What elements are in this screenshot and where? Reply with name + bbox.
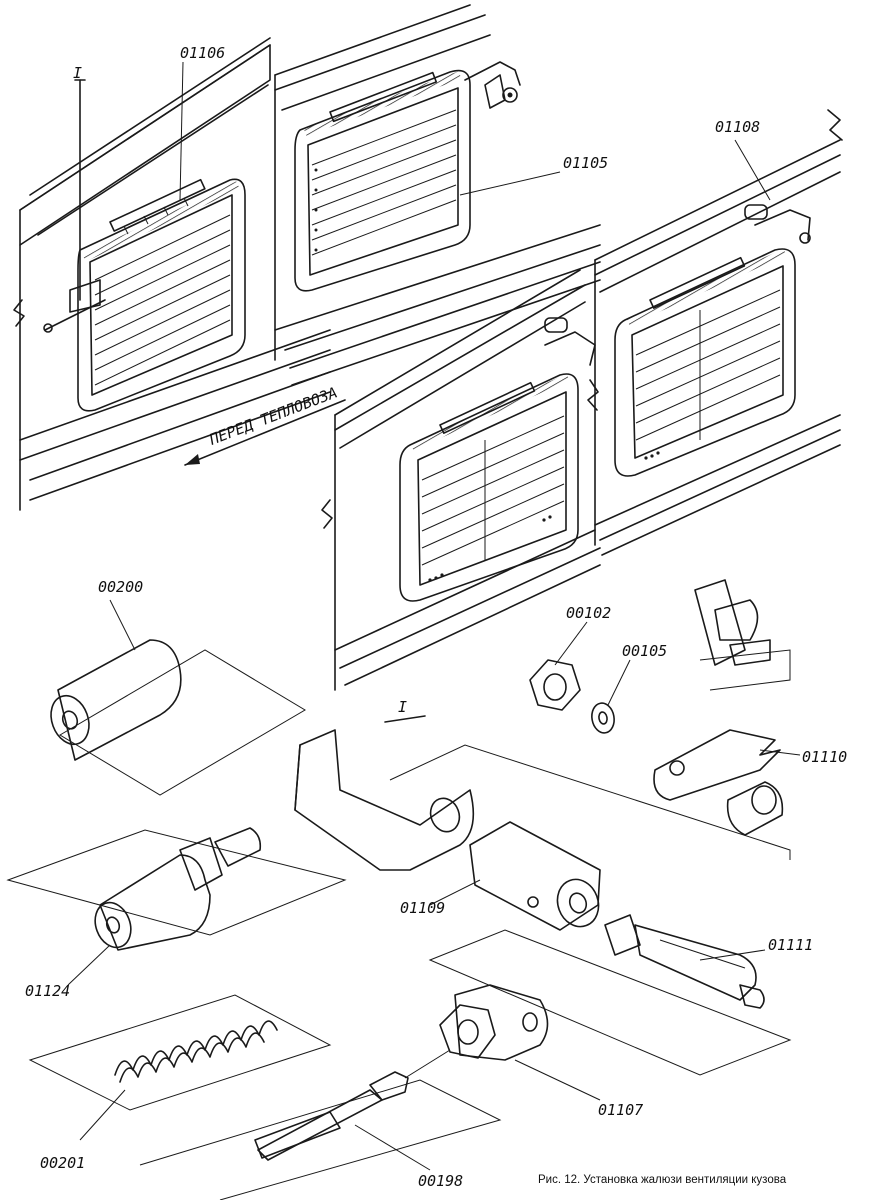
part-00102-nut [529,621,588,711]
label-01108: 01108 [715,118,760,136]
label-01106: 01106 [180,44,225,62]
louver-4 [399,317,596,602]
label-01111: 01111 [768,936,813,954]
body-panel-4 [321,269,601,691]
label-00102: 00102 [566,604,611,622]
label-00200: 00200 [98,578,143,596]
part-01111-pin [604,914,766,1009]
label-01124: 01124 [25,982,70,1000]
part-00200-sleeve [50,599,182,761]
part-00105-washer [591,659,631,734]
direction-arrow [184,399,346,466]
label-detail-mark: I [398,698,407,716]
label-00201: 00201 [40,1154,85,1172]
louver-1 [43,79,246,412]
figure-caption: Рис. 12. Установка жалюзи вентиляции куз… [538,1174,787,1186]
louver-2 [294,61,521,292]
part-01110-lever [653,729,801,801]
detail-underline [384,715,426,723]
label-00198: 00198 [418,1172,463,1190]
label-section-mark: I [73,64,82,82]
body-panel-3 [594,109,843,556]
leaders-top [179,61,771,201]
label-01105: 01105 [563,154,608,172]
part-01109-hex [429,821,601,931]
part-clip [694,579,771,666]
part-00201-spring [79,1020,278,1141]
part-01107-forknut [439,984,601,1101]
part-knurled-nut [726,781,784,836]
label-01110: 01110 [802,748,847,766]
part-bracket [294,729,475,871]
louver-3 [614,204,811,477]
label-01109: 01109 [400,899,445,917]
label-00105: 00105 [622,642,667,660]
guide-planes [6,649,792,1200]
body-panel-2 [274,4,601,386]
part-01124-body [67,827,262,986]
label-01107: 01107 [598,1101,643,1119]
part-00198-shaft [254,1049,451,1171]
body-panel-1 [13,37,331,511]
